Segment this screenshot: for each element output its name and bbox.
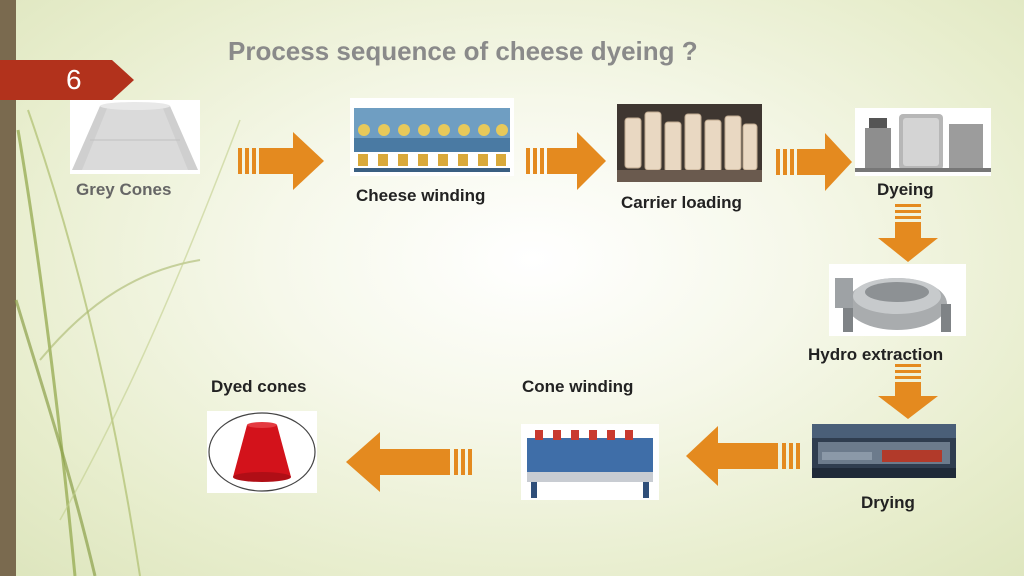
carrier-loading-image — [617, 104, 762, 182]
label-grey-cones: Grey Cones — [76, 180, 172, 199]
drying-image — [812, 424, 956, 478]
label-cheese-winding: Cheese winding — [356, 186, 486, 205]
arrow-right-icon — [238, 132, 324, 190]
slide-title: Process sequence of cheese dyeing ? — [228, 36, 698, 66]
dyeing-image — [855, 108, 991, 176]
arrow-left-icon — [346, 432, 472, 492]
arrow-right-icon — [526, 132, 606, 190]
arrow-left-icon — [686, 426, 800, 486]
arrow-down-icon — [878, 364, 938, 419]
arrow-right-icon — [776, 133, 852, 191]
grey-cones-image — [70, 100, 200, 174]
cone-winding-image — [521, 424, 659, 500]
label-carrier-loading: Carrier loading — [621, 193, 742, 212]
left-decorative-bar — [0, 0, 16, 576]
label-drying: Drying — [861, 493, 915, 512]
label-hydro-extraction: Hydro extraction — [808, 345, 944, 364]
hydro-extraction-image — [829, 264, 966, 336]
cheese-winding-image — [350, 98, 514, 176]
label-cone-winding: Cone winding — [522, 377, 634, 396]
arrow-down-icon — [878, 204, 938, 262]
label-dyed-cones: Dyed cones — [211, 377, 307, 396]
dyed-cones-image — [207, 411, 317, 493]
slide-number-tab: 6 — [0, 60, 134, 100]
label-dyeing: Dyeing — [877, 180, 934, 199]
slide-number: 6 — [66, 64, 82, 95]
